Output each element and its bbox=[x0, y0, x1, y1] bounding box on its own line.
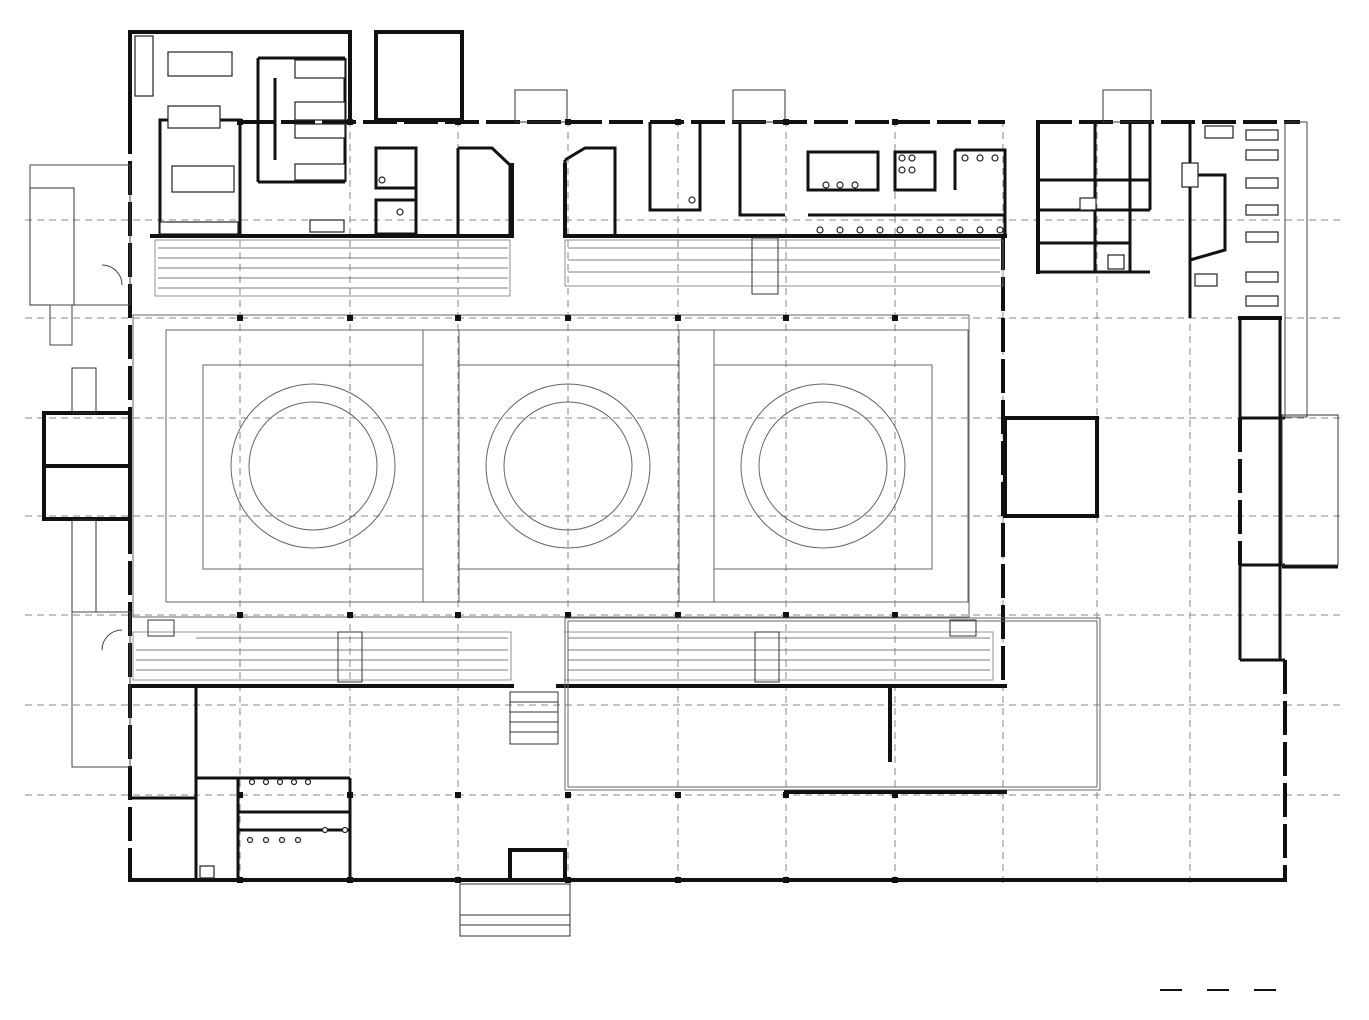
court-boundary bbox=[202, 364, 424, 570]
exterior-walls bbox=[128, 30, 1300, 882]
bleachers-north bbox=[154, 237, 1004, 297]
court-outer-circle bbox=[740, 383, 906, 549]
column bbox=[565, 877, 571, 883]
column bbox=[237, 612, 243, 618]
column bbox=[565, 792, 571, 798]
locker-room-block bbox=[134, 35, 347, 237]
toilet-fixtures-north bbox=[378, 154, 1004, 234]
column bbox=[237, 792, 243, 798]
column bbox=[347, 315, 353, 321]
court-3 bbox=[713, 364, 933, 570]
column bbox=[565, 119, 571, 125]
courts bbox=[202, 364, 933, 570]
column bbox=[892, 119, 898, 125]
court-boundary bbox=[713, 364, 933, 570]
court-outer-circle bbox=[485, 383, 651, 549]
court-2 bbox=[458, 364, 680, 570]
court-inner-circle bbox=[503, 401, 633, 531]
column bbox=[675, 119, 681, 125]
column bbox=[892, 792, 898, 798]
structural-grid bbox=[25, 120, 1345, 885]
court-boundary bbox=[458, 364, 680, 570]
south-wing bbox=[130, 617, 1101, 937]
cafe-tables bbox=[1194, 125, 1279, 307]
column bbox=[675, 315, 681, 321]
column bbox=[347, 612, 353, 618]
column bbox=[455, 877, 461, 883]
court-1 bbox=[202, 364, 424, 570]
column bbox=[237, 119, 243, 125]
hall-walls bbox=[42, 163, 1099, 688]
column bbox=[675, 612, 681, 618]
column bbox=[892, 877, 898, 883]
column bbox=[455, 119, 461, 125]
bleachers-south bbox=[132, 619, 994, 683]
column bbox=[675, 877, 681, 883]
toilet-fixtures-south bbox=[246, 778, 349, 844]
column bbox=[783, 612, 789, 618]
column bbox=[783, 315, 789, 321]
west-entrances bbox=[29, 164, 131, 768]
service-rooms-north bbox=[374, 89, 1007, 236]
column bbox=[237, 877, 243, 883]
court-inner-circle bbox=[248, 401, 378, 531]
column bbox=[892, 612, 898, 618]
column bbox=[783, 119, 789, 125]
column bbox=[565, 315, 571, 321]
east-wing bbox=[1036, 89, 1339, 662]
column bbox=[455, 315, 461, 321]
court-outer-circle bbox=[230, 383, 396, 549]
court-inner-circle bbox=[758, 401, 888, 531]
column bbox=[455, 792, 461, 798]
column bbox=[892, 315, 898, 321]
column bbox=[347, 119, 353, 125]
column bbox=[565, 612, 571, 618]
playing-field bbox=[132, 314, 970, 618]
column bbox=[783, 877, 789, 883]
column bbox=[455, 612, 461, 618]
column bbox=[237, 315, 243, 321]
column bbox=[783, 792, 789, 798]
column bbox=[675, 792, 681, 798]
